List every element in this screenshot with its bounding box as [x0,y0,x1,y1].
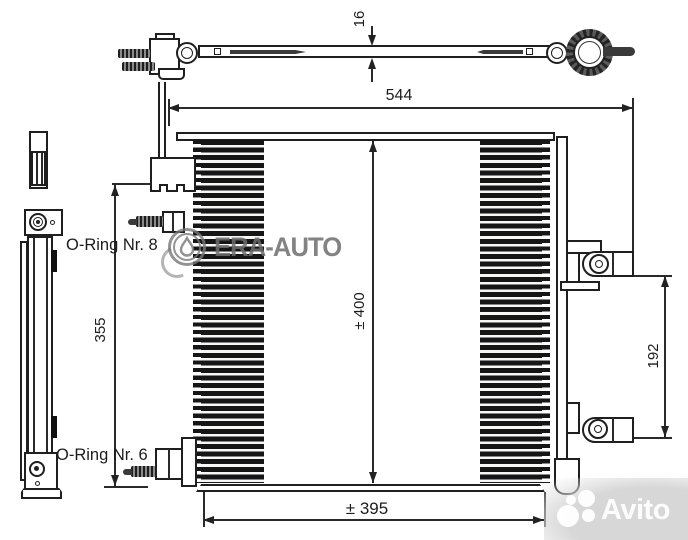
dim-depth-arrow-top [368,35,376,46]
drier-bracket-top-plate [566,240,602,254]
core-fins-left [201,140,264,483]
side-view-port-top-dot [36,220,40,224]
drier-bracket-top-hole-inner [595,260,603,268]
drier-bracket-top-hole [589,254,609,274]
side-view-collar-line-2 [41,153,43,184]
era-logo-inner-circle [173,233,201,261]
era-watermark-text: ERA-AUTO [214,232,342,262]
dim-depth-label: 16 [350,10,368,28]
dim-width-core-ext-left [203,492,205,527]
dim-depth-arrow-bottom [368,58,376,69]
dim-drier-span-ext-bottom [634,437,672,439]
side-view-port-top-bolt [50,220,55,225]
era-logo-droplet-icon [179,236,195,257]
dim-height-side-arrow-top [111,185,119,196]
top-view-slot-left [230,50,306,54]
front-header-bar [176,132,555,141]
side-view-bottom-cap [21,488,62,499]
fitting-bottom-left-divider [168,449,170,479]
side-view-clip-top [51,250,57,272]
dim-height-side-label: 355 [91,317,109,343]
fitting-top-left-notch-2 [176,184,185,192]
dim-width-top-arrow-right [622,104,633,112]
dim-width-top-label: 544 [385,87,413,104]
core-serrated-edge-right [542,140,550,483]
fitting-mid-left-divider [172,212,174,232]
drier-bracket-top-divider [612,252,614,276]
side-view-port-bottom-outer [29,461,45,477]
side-view-body [27,236,53,482]
side-view-port-bottom-dot [34,466,39,471]
dim-width-core-arrow-right [533,516,544,524]
avito-logo-dot-bottom-right [582,509,595,522]
dim-drier-span-arrow-bottom [661,426,669,437]
fitting-top-left-notch-1 [159,184,168,192]
avito-watermark-text: Avito [601,494,670,526]
oring6-label: O-Ring Nr. 6 [56,446,148,464]
dim-height-side-arrow-bottom [111,475,119,486]
fitting-mid-left-stud [136,216,163,227]
drier-bracket-bottom-hole-inner [594,425,602,433]
dim-drier-span-label: 192 [644,343,662,369]
fitting-mid-left-stud-tip [128,219,137,225]
dim-depth-line-top [371,26,373,39]
oring8-label: O-Ring Nr. 8 [66,236,158,254]
bracket-bottom-left [181,437,197,487]
drier-bracket-bottom-hole [588,419,608,439]
dim-height-core-arrow-top [369,141,377,152]
fitting-bottom-left-stud-tip [123,469,132,475]
avito-logo-dot-bottom-left [557,505,579,527]
inlet-pipe-top [158,82,166,159]
dim-height-side-ext-bottom [104,486,148,488]
dim-drier-span-line [664,276,666,437]
dim-height-core-arrow-bottom [369,472,377,483]
side-view-port-bottom-bolt [35,481,40,486]
drier-bracket-bottom-strap [566,402,580,434]
top-view-outlet-pipe [603,47,635,56]
dim-height-core-line [372,141,374,483]
top-view-stud-1 [118,49,150,58]
core-fins-right [480,140,542,483]
dim-drier-span-ext-top [634,275,672,277]
dim-height-side-line [114,185,116,486]
top-view-left-step [158,68,185,80]
dim-height-side-ext-top [112,183,152,185]
dim-width-top-arrow-left [168,104,179,112]
fitting-bottom-left-stud [131,466,156,477]
side-view-body-line-2 [46,238,48,480]
top-view-bar-square-right [526,48,533,55]
fitting-top-left [150,157,196,192]
core-serrated-edge-left [193,140,201,483]
dim-width-top-ext-left [168,99,170,126]
era-logo-outer-circle [168,228,206,266]
side-view-pipe-collar [31,151,46,186]
dim-width-top-line [168,107,633,109]
drier-tab-top [560,281,600,291]
dim-width-core-line [203,519,544,521]
avito-logo-dot-top-left [566,495,576,505]
side-view-body-line-1 [33,238,35,480]
dim-height-core-label: ± 400 [350,281,368,341]
front-bottom-bar [196,484,545,492]
drier-top-ring-center [578,41,601,64]
avito-logo-dot-top-right [578,490,595,507]
dim-drier-span-arrow-top [661,276,669,287]
dim-width-top-ext-right [632,98,634,252]
side-view-port-top-mid [33,217,43,227]
dim-width-core-label: ± 395 [345,499,389,518]
dim-depth-line-bottom [371,68,373,82]
side-view-collar-line-1 [36,153,38,184]
drier-bracket-bottom-divider [612,418,614,442]
dim-width-core-arrow-left [203,516,214,524]
top-view-slot-right [477,50,523,54]
top-view-bar-square-left [214,48,221,55]
top-view-stud-2 [122,62,155,71]
top-view-left-ring-inner [181,47,193,59]
side-view-clip-bottom [51,416,57,438]
side-view-port-top-outer [29,213,47,231]
top-view-small-ring-inner [551,47,563,59]
